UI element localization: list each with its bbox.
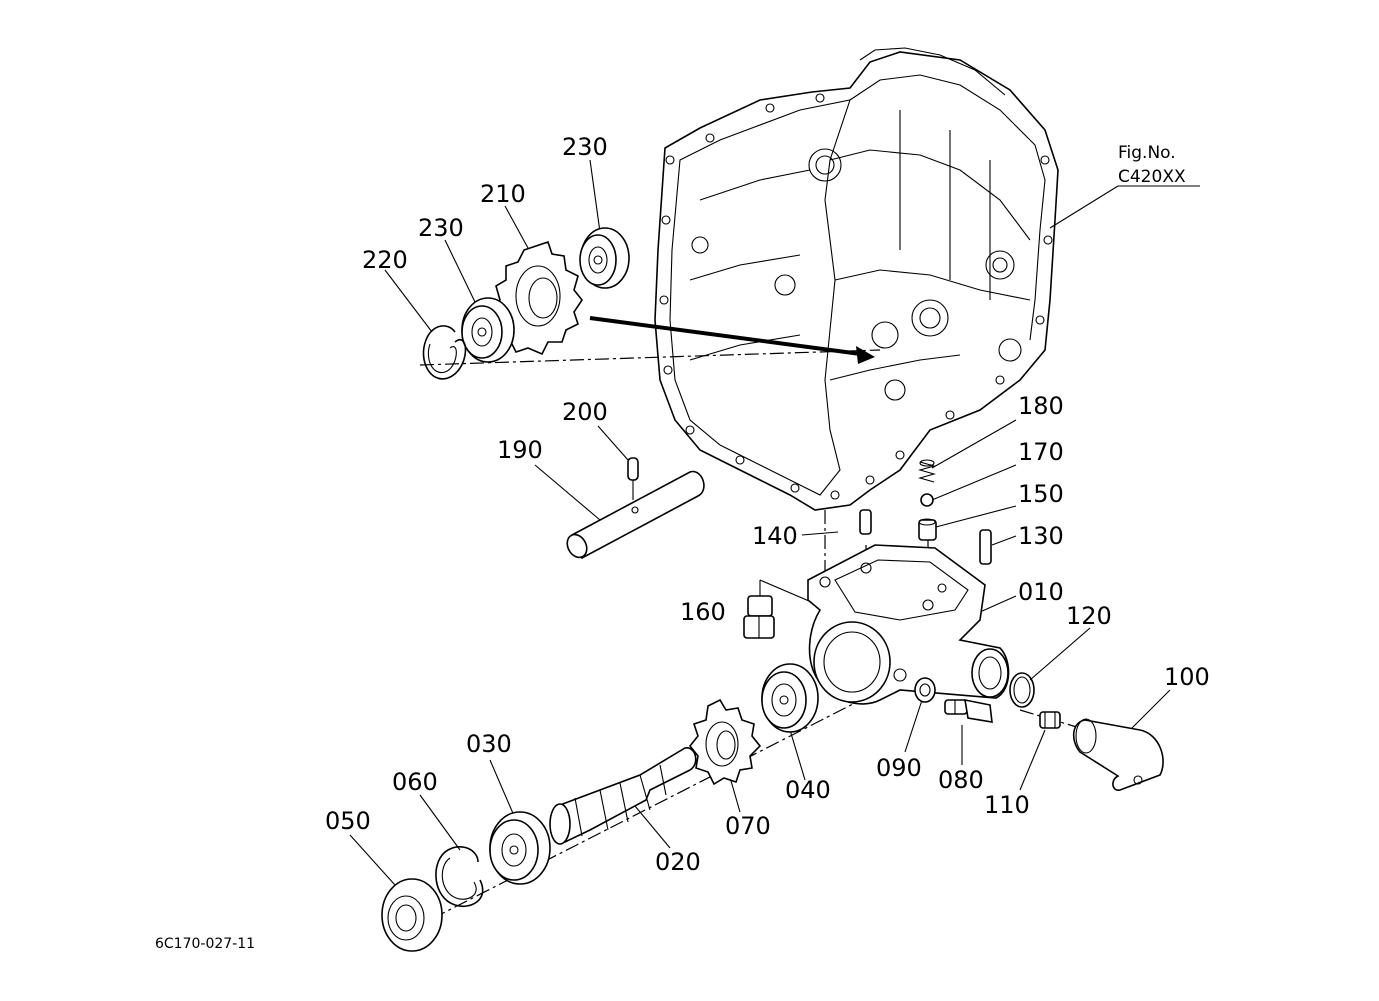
part-230-bearing-upper <box>579 227 630 289</box>
callout-230-top: 230 <box>562 133 608 161</box>
part-060-snap-ring <box>435 846 484 907</box>
figure-reference: Fig.No. C420XX <box>1118 143 1186 187</box>
callout-labels: 230 210 230 220 200 190 180 170 150 140 … <box>325 133 1210 876</box>
part-080-bolt <box>944 698 993 723</box>
callout-090: 090 <box>876 754 922 782</box>
callout-180: 180 <box>1018 392 1064 420</box>
callout-160: 160 <box>680 598 726 626</box>
part-020-shaft <box>549 747 697 845</box>
transmission-case <box>654 47 1059 511</box>
callout-100: 100 <box>1164 663 1210 691</box>
drawing-code: 6C170-027-11 <box>155 936 255 952</box>
part-160-fitting <box>743 595 775 639</box>
callout-110: 110 <box>984 791 1030 819</box>
callout-030: 030 <box>466 730 512 758</box>
part-140-dowel <box>859 509 872 535</box>
callout-220: 220 <box>362 246 408 274</box>
callout-080: 080 <box>938 766 984 794</box>
callout-230-left: 230 <box>418 214 464 242</box>
fig-no-label: Fig.No. <box>1118 143 1176 163</box>
part-180-spring <box>917 459 937 483</box>
part-030-bearing <box>489 811 551 885</box>
callout-210: 210 <box>480 180 526 208</box>
part-090-washer <box>914 677 936 703</box>
callout-020: 020 <box>655 848 701 876</box>
part-200-pin <box>627 457 639 500</box>
callout-150: 150 <box>1018 480 1064 508</box>
part-070-gear <box>688 698 762 786</box>
callout-070: 070 <box>725 812 771 840</box>
part-110-plug <box>1039 711 1061 729</box>
callout-120: 120 <box>1066 602 1112 630</box>
part-150-sleeve <box>918 518 937 541</box>
part-040-bearing <box>761 663 819 733</box>
callout-010: 010 <box>1018 578 1064 606</box>
callout-040: 040 <box>785 776 831 804</box>
callout-130: 130 <box>1018 522 1064 550</box>
part-190-shaft <box>566 470 705 560</box>
part-220-snap-ring <box>422 325 467 380</box>
callout-050: 050 <box>325 807 371 835</box>
fig-no-value: C420XX <box>1118 167 1186 187</box>
part-230-bearing-left <box>461 297 515 363</box>
part-130-pin <box>979 529 992 565</box>
callout-170: 170 <box>1018 438 1064 466</box>
callout-140: 140 <box>752 522 798 550</box>
part-010-housing <box>807 544 1010 705</box>
part-100-cover <box>1072 718 1164 791</box>
case-bolt-holes <box>659 93 1053 500</box>
part-050-seal <box>381 878 443 952</box>
callout-190: 190 <box>497 436 543 464</box>
callout-200: 200 <box>562 398 608 426</box>
part-120-o-ring <box>1009 672 1035 708</box>
part-170-ball <box>920 493 934 507</box>
callout-060: 060 <box>392 768 438 796</box>
